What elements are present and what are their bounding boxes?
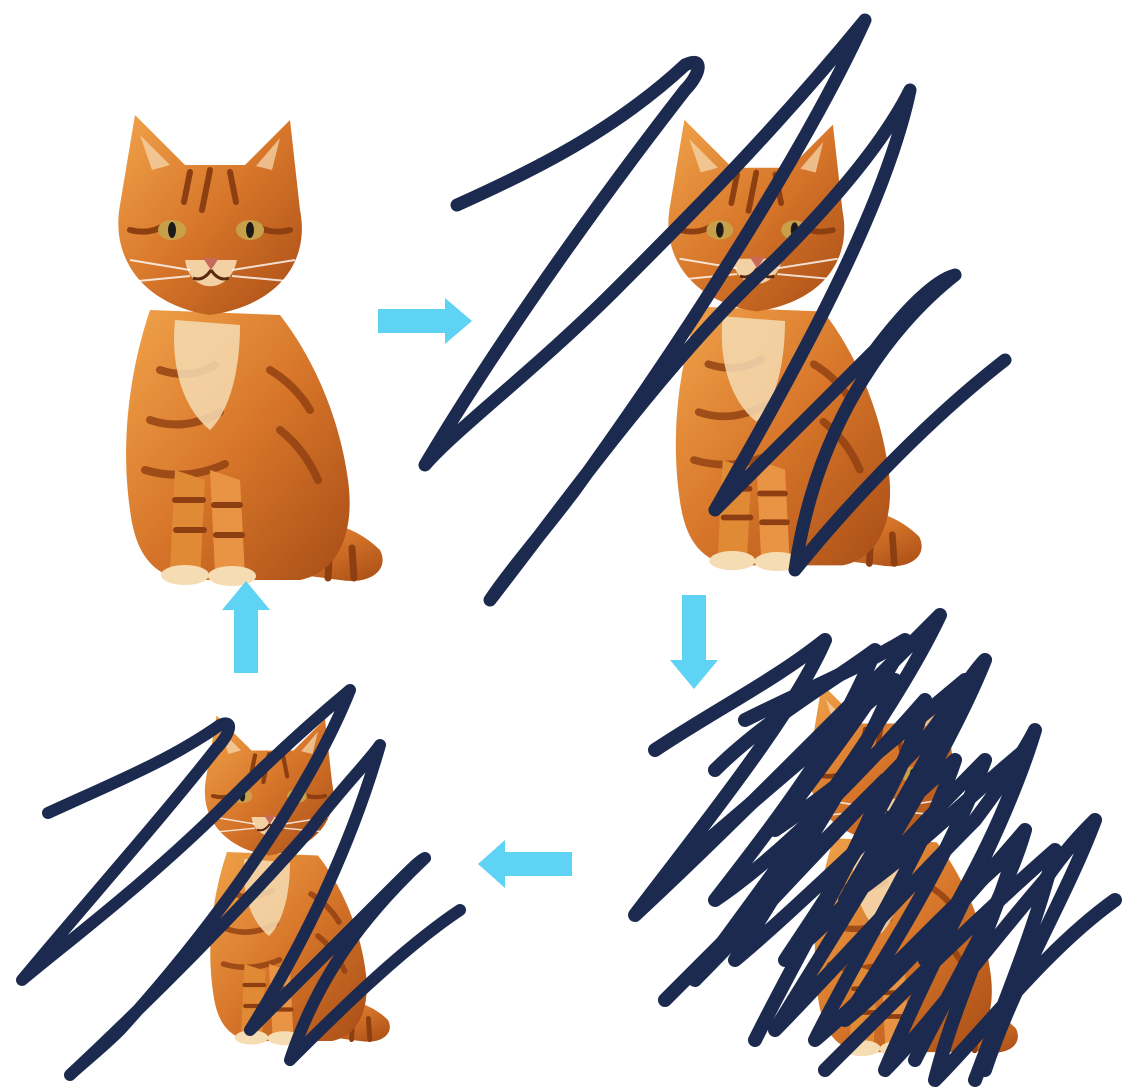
cat-illustration: [415, 10, 1015, 610]
cat-illustration: [10, 680, 470, 1080]
stage-small-scribble-cat: [10, 680, 470, 1080]
stage-heavy-scribble-cat: [625, 600, 1122, 1087]
stage-light-scribble-cat: [415, 10, 1015, 610]
arrow-up-icon: [220, 578, 272, 676]
cat-illustration: [60, 90, 390, 590]
stage-clean-cat: [60, 90, 390, 590]
cat-illustration: [625, 600, 1122, 1087]
arrow-left-icon: [475, 838, 575, 890]
